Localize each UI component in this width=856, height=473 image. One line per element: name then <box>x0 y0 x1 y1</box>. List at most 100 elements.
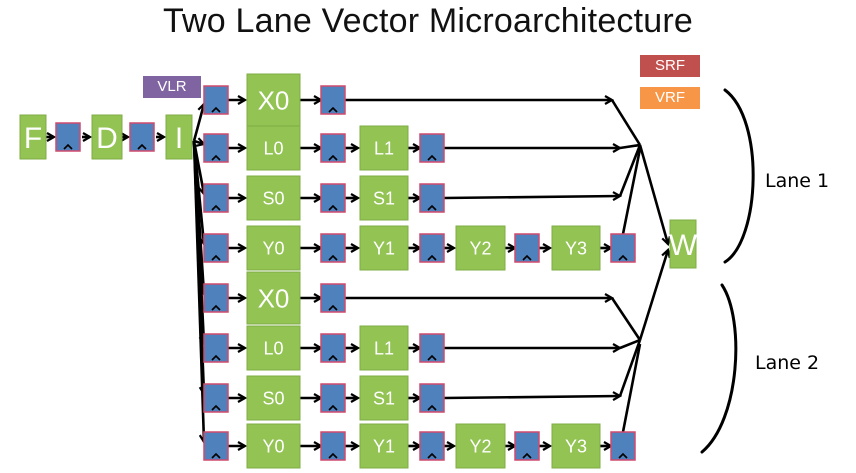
clock-icon <box>427 254 437 261</box>
input-latch <box>203 133 229 163</box>
input-latch <box>203 333 229 363</box>
clock-icon <box>427 204 437 211</box>
clock-icon <box>328 354 338 361</box>
result-wire <box>621 343 642 433</box>
input-latch <box>203 85 229 115</box>
lane-2-bracket <box>700 283 738 454</box>
stage-label: L0 <box>263 138 283 158</box>
stage-label: W <box>669 229 698 262</box>
issue-wire <box>192 140 204 442</box>
clock-icon <box>211 354 221 361</box>
stage-label: Y0 <box>262 436 284 456</box>
stage-rect <box>359 375 409 421</box>
fetch-decode-latch <box>55 122 81 152</box>
stage-label: Y1 <box>373 436 395 456</box>
stage-y1: Y1 <box>359 225 409 271</box>
latch-body <box>419 183 445 213</box>
clock-icon <box>137 143 147 150</box>
clock-icon <box>328 204 338 211</box>
stage-l1: L1 <box>359 325 409 371</box>
clock-icon <box>328 106 338 113</box>
clock-icon <box>211 204 221 211</box>
clock-icon <box>211 254 221 261</box>
clock-icon <box>211 452 221 459</box>
input-latch <box>203 431 229 461</box>
stage-latch <box>320 431 346 461</box>
stage-rect <box>19 114 47 160</box>
stage-label: D <box>96 122 118 155</box>
latch-body <box>419 431 445 461</box>
stage-latch <box>419 233 445 263</box>
clock-icon <box>618 452 628 459</box>
clock-icon <box>328 304 338 311</box>
clock-icon <box>427 404 437 411</box>
stage-label: S1 <box>373 188 395 208</box>
writeback-wire <box>638 144 668 244</box>
stage-rect <box>455 225 506 271</box>
stage-s0: S0 <box>246 375 301 421</box>
result-wire <box>443 196 620 198</box>
issue-wire <box>193 141 204 144</box>
stage-label: Y2 <box>469 436 491 456</box>
stage-latch <box>610 233 636 263</box>
stage-y0: Y0 <box>246 225 301 271</box>
stage-latch <box>419 333 445 363</box>
stage-rect <box>246 225 301 271</box>
stage-label: L1 <box>374 138 394 158</box>
stage-label: S0 <box>262 188 284 208</box>
latch-body <box>203 333 229 363</box>
stage-y3: Y3 <box>551 225 601 271</box>
stage-label: F <box>24 122 42 155</box>
stage-rect <box>359 175 409 221</box>
stage-x0: X0 <box>246 73 301 127</box>
stage-rect <box>359 325 409 371</box>
vrf-register: VRF <box>640 87 700 109</box>
lane-1-label: Lane 1 <box>765 170 830 192</box>
page-title: Two Lane Vector Microarchitecture <box>162 2 694 40</box>
clock-icon <box>427 354 437 361</box>
stage-latch <box>419 133 445 163</box>
result-wire <box>621 148 642 235</box>
input-latch <box>203 183 229 213</box>
stage-rect <box>246 175 301 221</box>
latch-body <box>129 122 155 152</box>
clock-icon <box>211 304 221 311</box>
input-latch <box>203 283 229 313</box>
stage-rect <box>246 325 301 371</box>
decode-issue-latch <box>129 122 155 152</box>
clock-icon <box>328 452 338 459</box>
stage-rect <box>359 225 409 271</box>
latch-body <box>320 85 346 115</box>
stage-label: X0 <box>258 283 290 313</box>
stage-rect <box>165 114 193 160</box>
clock-icon <box>618 254 628 261</box>
stage-rect <box>359 125 409 171</box>
stage-label: Y3 <box>565 436 587 456</box>
issue-wire <box>192 104 204 142</box>
clock-icon <box>427 154 437 161</box>
stage-l1: L1 <box>359 125 409 171</box>
latch-body <box>320 333 346 363</box>
latch-body <box>419 333 445 363</box>
stage-latch <box>610 431 636 461</box>
stage-rect <box>551 423 601 469</box>
stage-label: I <box>175 122 183 155</box>
stage-label: Y3 <box>565 238 587 258</box>
latch-body <box>514 431 540 461</box>
stage-rect <box>455 423 506 469</box>
latch-body <box>320 431 346 461</box>
wire <box>610 99 642 146</box>
lane-1-bracket <box>723 88 755 264</box>
stage-rect <box>246 271 301 325</box>
latch-body <box>55 122 81 152</box>
stage-label: L0 <box>263 338 283 358</box>
stage-label: Y0 <box>262 238 284 258</box>
wire <box>618 339 642 397</box>
stage-s0: S0 <box>246 175 301 221</box>
stage-latch <box>320 233 346 263</box>
fetch-stage: F <box>19 114 47 160</box>
latch-body <box>203 383 229 413</box>
stage-latch <box>320 183 346 213</box>
wire <box>618 144 642 197</box>
clock-icon <box>522 452 532 459</box>
